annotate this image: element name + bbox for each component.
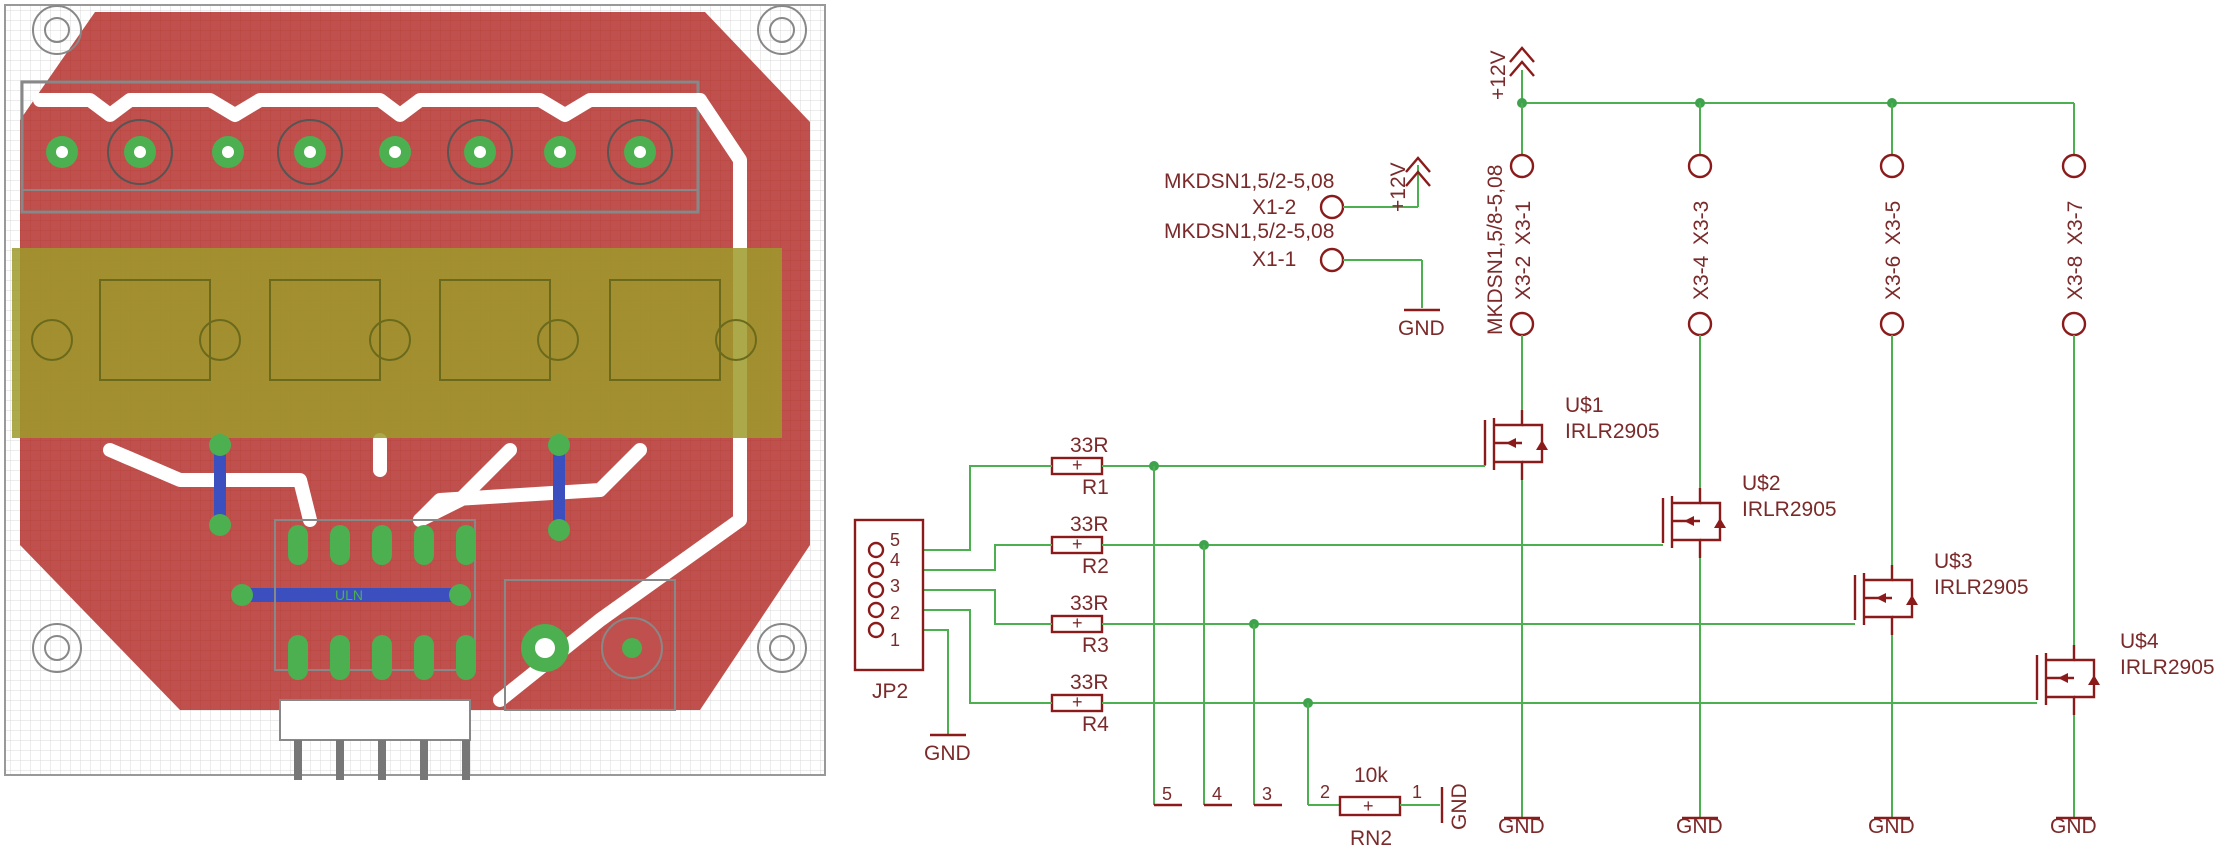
- jp2-pin-1: 1: [890, 630, 900, 650]
- x3-top-pin-4: X3-7: [2064, 201, 2087, 245]
- connector-x3: X3-1 X3-2 X3-3 X3-4 X3-5 X3-6 X3-7 X3-8: [1509, 103, 2087, 645]
- pcb-traces: [33, 93, 747, 707]
- x1-power-label: +12V: [1387, 162, 1410, 212]
- x3-bottom-pin-3: X3-6: [1882, 256, 1905, 300]
- rail-label-12v: +12V: [1487, 50, 1510, 100]
- resistor-r2: + 33R R2: [1050, 513, 1109, 578]
- jp2-pin-2: 2: [890, 603, 900, 623]
- gnd-label-4: GND: [2050, 815, 2097, 838]
- u4-part: IRLR2905: [2120, 656, 2215, 679]
- u3-name: U$3: [1934, 550, 1973, 573]
- r1-name: R1: [1082, 476, 1109, 499]
- svg-text:+: +: [1072, 692, 1083, 712]
- rn2-pin-left: 2: [1320, 782, 1330, 802]
- courtyard-overlay: [12, 248, 782, 438]
- x1-pin2-name: X1-2: [1252, 196, 1296, 219]
- mosfet-u3: U$3 IRLR2905: [1853, 550, 2029, 818]
- jp2-pin-4: 4: [890, 550, 900, 570]
- resistor-r3: + 33R R3: [1050, 592, 1109, 657]
- ic-silk-label: ULN: [335, 587, 363, 603]
- ground-symbols: GND GND GND GND: [1498, 815, 2097, 838]
- u1-name: U$1: [1565, 394, 1604, 417]
- x3-part-label: MKDSN1,5/8-5,08: [1484, 165, 1507, 335]
- x1-pin1-name: X1-1: [1252, 248, 1296, 271]
- x3-top-pin-1: X3-1: [1512, 201, 1535, 245]
- u2-name: U$2: [1742, 472, 1781, 495]
- x3-bottom-pin-2: X3-4: [1690, 255, 1713, 300]
- terminal-pads: [46, 119, 673, 185]
- power-rail-12v: +12V: [1487, 46, 2074, 108]
- r2-value: 33R: [1070, 513, 1109, 536]
- connector-x1: MKDSN1,5/2-5,08 X1-2 MKDSN1,5/2-5,08 X1-…: [1164, 156, 1445, 340]
- schematic-view: +12V MKDSN1,5/2-5,08 X1-2 MKDSN1,5/2-5,0…: [830, 0, 2236, 850]
- u1-part: IRLR2905: [1565, 420, 1660, 443]
- r2-name: R2: [1082, 555, 1109, 578]
- schematic-canvas: +12V MKDSN1,5/2-5,08 X1-2 MKDSN1,5/2-5,0…: [853, 46, 2215, 850]
- ic-footprint: ULN: [274, 519, 476, 680]
- mosfet-u4: U$4 IRLR2905: [2035, 630, 2215, 818]
- power-connector: [504, 579, 676, 711]
- u4-name: U$4: [2120, 630, 2159, 653]
- jp2-gnd-label: GND: [924, 742, 971, 765]
- x1-pin2-part: MKDSN1,5/2-5,08: [1164, 170, 1334, 193]
- jp2-pin-5: 5: [890, 530, 900, 550]
- mosfet-u1: U$1 IRLR2905: [1483, 394, 1660, 818]
- rn2-pin-label-4: 4: [1212, 784, 1222, 804]
- rn2-gnd-label: GND: [1448, 783, 1471, 830]
- header-jp2: 5 4 3 2 1 JP2 GND: [853, 518, 971, 765]
- gate-wires: [923, 461, 2037, 805]
- bottom-traces: [209, 434, 570, 606]
- resistor-network-rn2: 5 4 3 2 + 10k RN2 1 GND: [1154, 764, 1471, 850]
- pcb-canvas: ULN: [4, 4, 826, 780]
- x1-gnd-label: GND: [1398, 317, 1445, 340]
- svg-text:+: +: [1363, 796, 1374, 816]
- x3-top-pin-3: X3-5: [1882, 201, 1905, 245]
- r4-name: R4: [1082, 713, 1109, 736]
- resistor-r4: + 33R R4: [1050, 671, 1109, 736]
- r4-value: 33R: [1070, 671, 1109, 694]
- gnd-label-1: GND: [1498, 815, 1545, 838]
- pin-header: [279, 699, 471, 780]
- mosfet-pads: [31, 279, 757, 381]
- mosfet-u2: U$2 IRLR2905: [1661, 472, 1837, 818]
- x1-pin1-part: MKDSN1,5/2-5,08: [1164, 220, 1334, 243]
- jp2-pin-3: 3: [890, 576, 900, 596]
- rn2-pin-label-5: 5: [1162, 784, 1172, 804]
- pcb-layout-view: ULN: [0, 0, 830, 790]
- rn2-pin-label-3: 3: [1262, 784, 1272, 804]
- mounting-hole: [32, 5, 807, 673]
- u2-part: IRLR2905: [1742, 498, 1837, 521]
- rn2-name: RN2: [1350, 827, 1392, 848]
- gnd-label-2: GND: [1676, 815, 1723, 838]
- jp2-name: JP2: [872, 680, 908, 703]
- gnd-label-3: GND: [1868, 815, 1915, 838]
- x3-bottom-pin-4: X3-8: [2064, 256, 2087, 300]
- u3-part: IRLR2905: [1934, 576, 2029, 599]
- terminal-block-outline: [20, 80, 700, 214]
- svg-text:+: +: [1072, 455, 1083, 475]
- resistor-r1: + 33R R1: [1050, 434, 1109, 499]
- x3-bottom-pin-1: X3-2: [1512, 256, 1535, 300]
- r1-value: 33R: [1070, 434, 1109, 457]
- svg-text:+: +: [1072, 613, 1083, 633]
- r3-name: R3: [1082, 634, 1109, 657]
- rn2-value: 10k: [1354, 764, 1388, 787]
- rn2-pin-right: 1: [1412, 782, 1422, 802]
- x3-top-pin-2: X3-3: [1690, 201, 1713, 245]
- svg-text:+: +: [1072, 534, 1083, 554]
- r3-value: 33R: [1070, 592, 1109, 615]
